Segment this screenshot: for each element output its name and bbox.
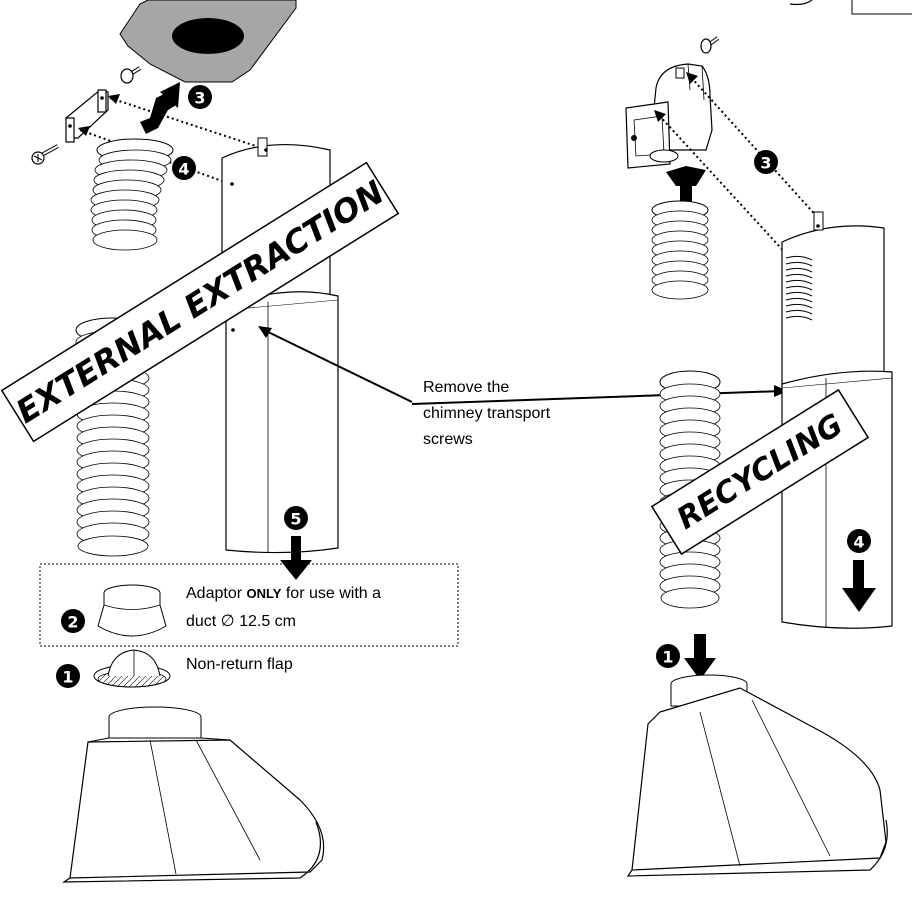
step-4-marker: 4 [172, 156, 196, 180]
chimney-upper-section [781, 211, 885, 387]
downward-arrow [684, 634, 716, 680]
recycling-assembly: 3 2 [625, 0, 912, 877]
chimney-lower-section [225, 291, 339, 554]
ceiling-duct-hole [172, 18, 244, 54]
step-2-marker: 2 [61, 609, 85, 633]
screw-icon [31, 144, 59, 165]
svg-text:screws: screws [423, 431, 473, 448]
adaptor-note-box [39, 563, 459, 647]
adaptor [97, 584, 167, 637]
svg-text:5: 5 [290, 510, 301, 529]
air-deflector [625, 63, 713, 169]
svg-text:4: 4 [853, 533, 864, 552]
step-1-marker: 1 [656, 644, 680, 668]
svg-text:chimney transport: chimney transport [423, 405, 551, 422]
wall-bracket [65, 89, 109, 143]
transport-screws-note: Remove the chimney transport screws [258, 326, 788, 448]
step-4-marker: 4 [847, 529, 871, 553]
pointer-line [263, 329, 413, 403]
external-extraction-assembly: EXTERNAL EXTRACTION 3 4 5 [0, 0, 459, 883]
flexible-duct-upper [90, 138, 174, 251]
flexible-duct-lower [75, 317, 150, 557]
step-5-marker: 5 [284, 506, 308, 530]
adaptor-note-line2: duct ∅ 12.5 cm [186, 613, 296, 630]
svg-text:2: 2 [67, 613, 78, 632]
ceiling-plate [119, 0, 297, 83]
upward-arrow [140, 82, 180, 134]
svg-text:Remove the: Remove the [423, 379, 509, 396]
svg-text:4: 4 [178, 160, 189, 179]
svg-text:3: 3 [194, 89, 205, 108]
nonreturn-flap-label: Non-return flap [186, 656, 293, 673]
svg-text:3: 3 [760, 154, 771, 173]
guide-line [655, 111, 791, 259]
step-1-marker: 1 [56, 664, 80, 688]
step-3-marker: 3 [754, 150, 778, 174]
non-return-flap [93, 649, 171, 688]
external-extraction-banner: EXTERNAL EXTRACTION [0, 161, 400, 443]
svg-text:1: 1 [62, 668, 73, 687]
step-3-marker: 3 [188, 85, 212, 109]
downward-arrow [842, 560, 876, 612]
hood-body [626, 674, 888, 877]
pointer-line [411, 390, 783, 405]
svg-text:1: 1 [662, 648, 673, 667]
downward-arrow [280, 536, 312, 580]
hood-body [61, 706, 325, 883]
flexible-duct-upper [651, 200, 709, 300]
vent-grille [785, 255, 813, 321]
screw-icon [700, 36, 720, 54]
screw-icon [120, 66, 142, 84]
adaptor-note-line1: Adaptor ONLY for use with a [186, 585, 381, 602]
